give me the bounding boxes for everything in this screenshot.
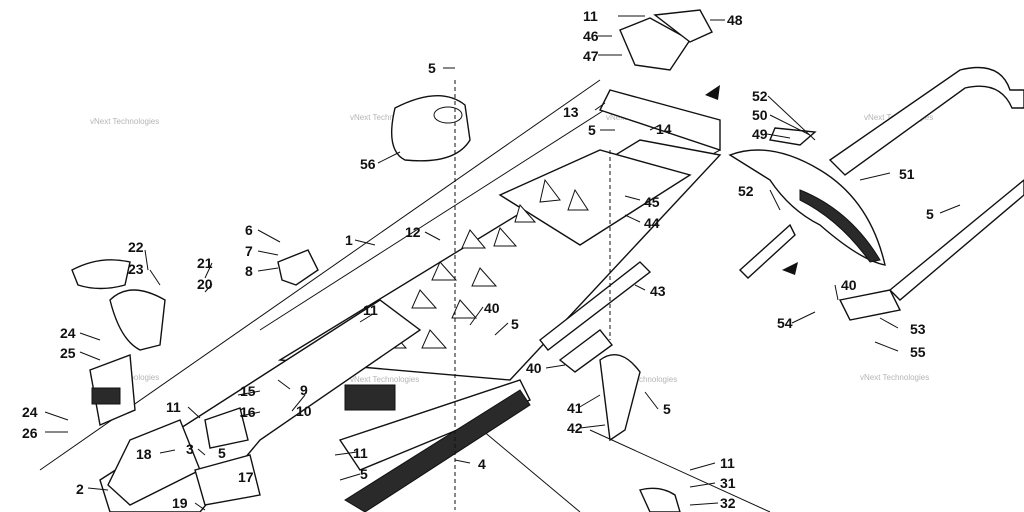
callout-26: 26 (22, 425, 38, 441)
callout-55: 55 (910, 344, 926, 360)
callout-41: 41 (567, 400, 583, 416)
callout-17: 17 (238, 469, 254, 485)
callout-31: 31 (720, 475, 736, 491)
callout-45: 45 (644, 194, 660, 210)
leader-lines (44, 15, 961, 511)
callout-40-center: 40 (484, 300, 500, 316)
callout-20: 20 (197, 276, 213, 292)
callout-6: 6 (245, 222, 253, 238)
rear-bumper-53 (828, 66, 1024, 321)
callout-48: 48 (727, 12, 743, 28)
callout-11-mid: 11 (363, 302, 378, 318)
rear-bracket-47-48 (599, 9, 721, 151)
callout-42: 42 (567, 420, 583, 436)
callouts: 11 46 47 48 5 56 13 5 14 1 12 45 44 43 5… (22, 8, 934, 511)
callout-23: 23 (128, 261, 144, 277)
callout-22: 22 (128, 239, 144, 255)
callout-4: 4 (478, 456, 486, 472)
callout-49: 49 (752, 126, 768, 142)
callout-18: 18 (136, 446, 152, 462)
seat-part-56 (391, 80, 471, 510)
callout-15: 15 (240, 383, 256, 399)
callout-7: 7 (245, 243, 253, 259)
watermark-1: vNext Technologies (90, 117, 159, 126)
callout-1: 1 (345, 232, 353, 248)
callout-25: 25 (60, 345, 76, 361)
callout-11-bottom: 11 (353, 445, 368, 461)
watermark-8: vNext Technologies (860, 373, 929, 382)
callout-9: 9 (300, 382, 308, 398)
callout-54: 54 (777, 315, 793, 331)
callout-11-left: 11 (166, 399, 181, 415)
watermark-7: vNext Technologies (608, 375, 677, 384)
direction-arrows (705, 85, 798, 275)
callout-14: 14 (656, 121, 672, 137)
callout-53: 53 (910, 321, 926, 337)
callout-12: 12 (405, 224, 421, 240)
callout-40-lower: 40 (526, 360, 542, 376)
callout-8: 8 (245, 263, 253, 279)
bracket-6-8 (107, 249, 319, 506)
callout-24-top: 24 (60, 325, 76, 341)
callout-11-right: 11 (720, 455, 735, 471)
callout-10: 10 (296, 403, 312, 419)
callout-13: 13 (563, 104, 579, 120)
watermark-6: vNext Technologies (350, 375, 419, 384)
callout-50: 50 (752, 107, 768, 123)
watermark-2: vNext Technologies (350, 113, 419, 122)
callout-5-center: 5 (511, 316, 519, 332)
front-parts-22-26 (71, 259, 166, 426)
callout-5-bottom: 5 (360, 466, 368, 482)
callout-56: 56 (360, 156, 376, 172)
callout-5-rear: 5 (588, 122, 596, 138)
callout-16: 16 (240, 404, 256, 420)
callout-21: 21 (197, 255, 213, 271)
arrow-icon (705, 85, 720, 100)
callout-51: 51 (899, 166, 915, 182)
callout-47: 47 (583, 48, 599, 64)
callout-44: 44 (644, 215, 660, 231)
callout-43: 43 (650, 283, 666, 299)
callout-2: 2 (76, 481, 84, 497)
callout-52-bottom: 52 (738, 183, 754, 199)
callout-5-left: 5 (218, 445, 226, 461)
callout-52-top: 52 (752, 88, 768, 104)
callout-19: 19 (172, 495, 188, 511)
callout-32: 32 (720, 495, 736, 511)
callout-3: 3 (186, 441, 194, 457)
callout-40-right: 40 (841, 277, 857, 293)
callout-24-bottom: 24 (22, 404, 38, 420)
callout-46: 46 (583, 28, 599, 44)
callout-11: 11 (583, 8, 598, 24)
callout-5-bumper: 5 (926, 206, 934, 222)
callout-5-seat: 5 (428, 60, 436, 76)
callout-5-lower: 5 (663, 401, 671, 417)
arrow-icon (782, 262, 798, 275)
side-rails-40-44 (539, 150, 681, 512)
